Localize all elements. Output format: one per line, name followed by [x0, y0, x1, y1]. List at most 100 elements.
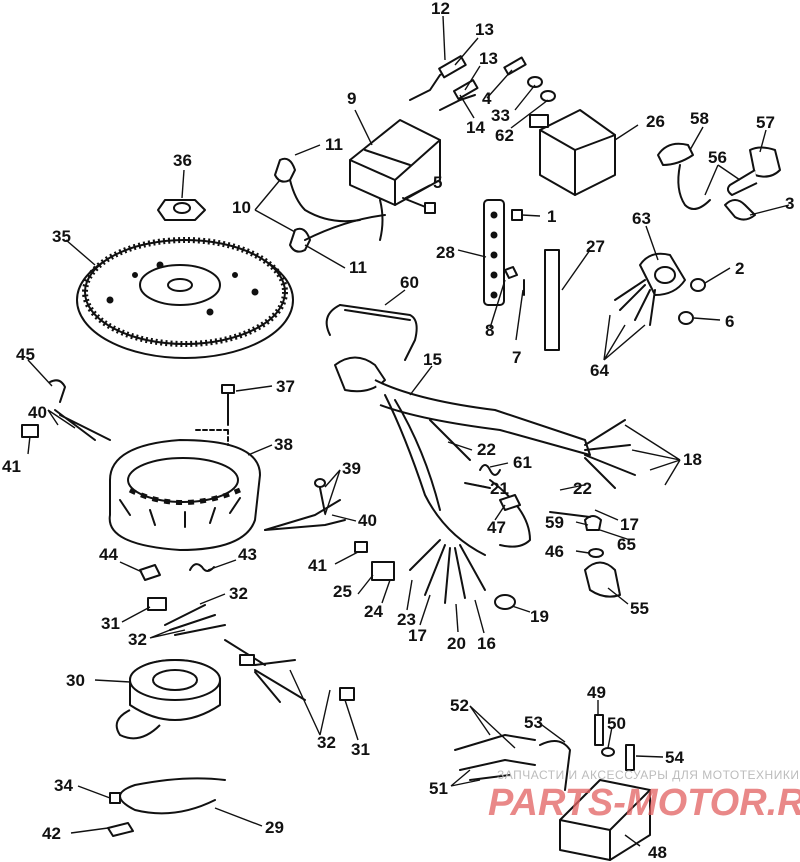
plug-cap-58	[657, 142, 711, 210]
rectifier	[614, 252, 686, 326]
callout-41-left: 41	[2, 457, 21, 476]
callout-9: 9	[347, 89, 356, 108]
callout-45: 45	[16, 345, 35, 364]
callout-17-right: 17	[620, 515, 639, 534]
callout-41-right: 41	[308, 556, 327, 575]
callout-24: 24	[364, 602, 383, 621]
callout-23: 23	[397, 610, 416, 629]
callout-61: 61	[513, 453, 532, 472]
callout-29: 29	[265, 818, 284, 837]
callout-28: 28	[436, 243, 455, 262]
callout-50: 50	[607, 714, 626, 733]
callout-34: 34	[54, 776, 73, 795]
callout-22-upper: 22	[477, 440, 496, 459]
callout-62: 62	[495, 126, 514, 145]
callout-40-right: 40	[358, 511, 377, 530]
leader-lines	[27, 15, 790, 847]
callout-38: 38	[274, 435, 293, 454]
terminal-block	[483, 199, 505, 306]
callout-58: 58	[690, 109, 709, 128]
callout-43: 43	[238, 545, 257, 564]
callout-19: 19	[530, 607, 549, 626]
clips-43-44	[139, 563, 215, 581]
callout-6: 6	[725, 312, 734, 331]
callout-21: 21	[490, 479, 509, 498]
callout-33: 33	[491, 106, 510, 125]
small-screws	[504, 209, 525, 296]
callout-32-lower: 32	[317, 733, 336, 752]
callout-20: 20	[447, 634, 466, 653]
power-pack	[349, 119, 441, 206]
callout-49: 49	[587, 683, 606, 702]
timer-base	[115, 659, 221, 740]
flywheel-nut	[157, 199, 206, 221]
callout-5: 5	[433, 173, 442, 192]
retaining-ring	[119, 777, 226, 815]
callout-32-middle: 32	[128, 630, 147, 649]
stator	[108, 439, 261, 551]
wiring-harness	[334, 356, 636, 610]
flywheel	[76, 237, 294, 359]
stator-screw	[195, 384, 235, 446]
stator-leads	[264, 478, 368, 553]
callout-55: 55	[630, 599, 649, 618]
callout-17-bottom: 17	[408, 626, 427, 645]
voltage-regulator	[454, 714, 651, 861]
bracket-60	[325, 304, 418, 361]
callout-64: 64	[590, 361, 609, 380]
screws-2-6	[678, 278, 706, 325]
callout-36: 36	[173, 151, 192, 170]
callout-37: 37	[276, 377, 295, 396]
insulator-strip	[544, 249, 560, 351]
callout-54: 54	[665, 748, 684, 767]
callout-27: 27	[586, 237, 605, 256]
callout-13-lower: 13	[479, 49, 498, 68]
callout-11-lower: 11	[349, 258, 367, 277]
left-small-parts	[21, 379, 111, 441]
spark-plug-leads	[274, 157, 386, 253]
callout-14: 14	[466, 118, 485, 137]
callout-53: 53	[524, 713, 543, 732]
clip-3	[724, 199, 756, 221]
callout-51: 51	[429, 779, 448, 798]
callout-44: 44	[99, 545, 118, 564]
callout-25: 25	[333, 582, 352, 601]
callout-31-upper: 31	[101, 614, 120, 633]
callout-63: 63	[632, 209, 651, 228]
callout-26: 26	[646, 112, 665, 131]
bolt-and-washers	[503, 56, 556, 102]
watermark-tagline: ЗАПЧАСТИ И АКСЕССУАРЫ ДЛЯ МОТОТЕХНИКИ	[497, 768, 799, 782]
callout-10: 10	[232, 198, 251, 217]
callout-47: 47	[487, 518, 506, 537]
callout-11-upper: 11	[325, 135, 343, 154]
callout-52: 52	[450, 696, 469, 715]
callout-22-right: 22	[573, 479, 592, 498]
callout-35: 35	[52, 227, 71, 246]
callout-42: 42	[42, 824, 61, 843]
callout-2: 2	[735, 259, 744, 278]
callout-8: 8	[485, 321, 494, 340]
callout-30: 30	[66, 671, 85, 690]
callout-16: 16	[477, 634, 496, 653]
callout-4: 4	[482, 89, 492, 108]
callout-60: 60	[400, 273, 419, 292]
callout-31-lower: 31	[351, 740, 370, 759]
watermark: ЗАПЧАСТИ И АКСЕССУАРЫ ДЛЯ МОТОТЕХНИКИ PA…	[488, 768, 800, 824]
callout-12: 12	[431, 0, 450, 18]
callout-32-upper: 32	[229, 584, 248, 603]
ignition-coil	[529, 109, 616, 196]
callout-39: 39	[342, 459, 361, 478]
plug-cap-57	[726, 146, 781, 196]
sensor-leads	[147, 597, 355, 703]
callout-59: 59	[545, 513, 564, 532]
callout-3: 3	[785, 194, 794, 213]
callout-7: 7	[512, 348, 521, 367]
watermark-logo: PARTS-MOTOR.RU	[488, 782, 800, 824]
screw-5	[402, 197, 436, 214]
screw-34-clip-42	[107, 792, 134, 837]
callout-1: 1	[547, 207, 556, 226]
callout-57: 57	[756, 113, 775, 132]
callout-40-left: 40	[28, 403, 47, 422]
